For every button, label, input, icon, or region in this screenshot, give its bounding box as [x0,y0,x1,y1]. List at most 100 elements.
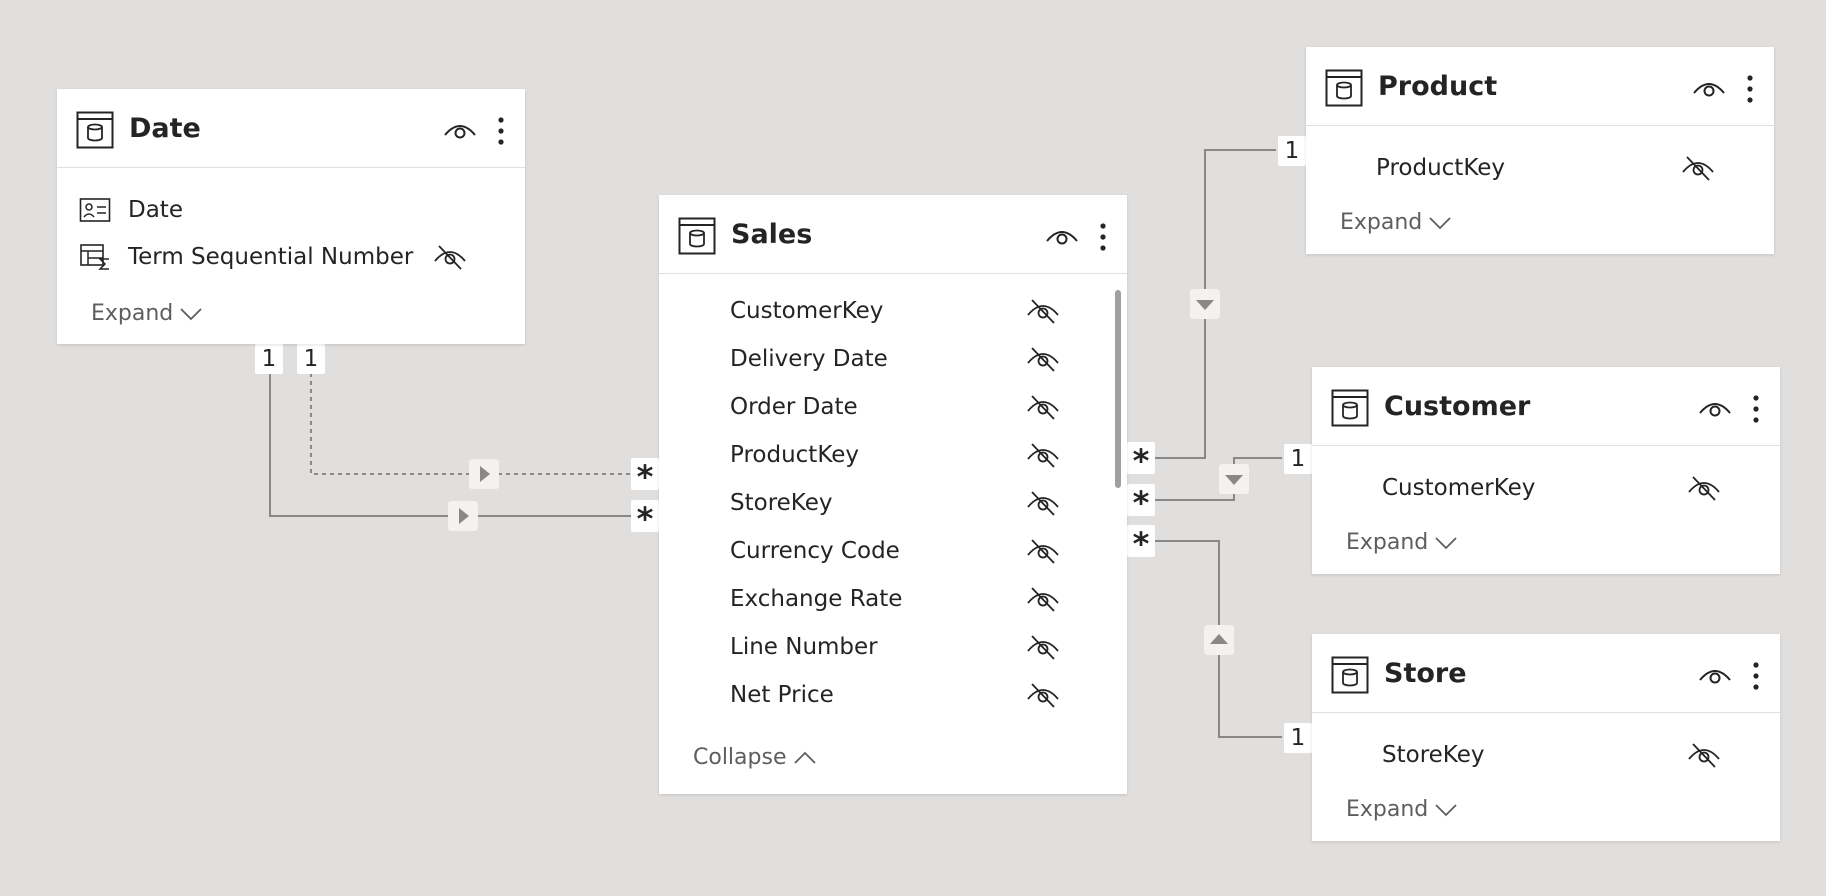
table-header[interactable]: Date [57,89,525,168]
eye-visibility-icon[interactable] [1698,664,1732,688]
hidden-field-icon[interactable] [433,243,467,271]
hidden-field-icon[interactable] [1026,681,1060,709]
expand-label: Expand [1346,530,1429,555]
hidden-field-icon[interactable] [1687,474,1721,502]
field-row-productkey[interactable]: ProductKey [1306,146,1774,190]
field-row[interactable]: Exchange Rate [659,577,1127,621]
chevron-down-icon [1435,804,1457,817]
field-label: CustomerKey [1382,475,1536,501]
scrollbar-thumb[interactable] [1115,290,1121,488]
collapse-button[interactable]: Collapse [693,743,817,773]
field-row-storekey[interactable]: StoreKey [1312,733,1780,777]
cardinality-many-label: * [1127,525,1155,557]
field-row[interactable]: Order Date [659,385,1127,429]
table-card-customer[interactable]: Customer CustomerKey Expand [1312,367,1780,574]
filter-direction-down-icon[interactable] [1190,289,1220,319]
cardinality-one-label: 1 [297,344,325,374]
filter-direction-up-icon[interactable] [1204,625,1234,655]
eye-visibility-icon[interactable] [1045,225,1079,249]
table-icon [1325,69,1363,107]
hidden-field-icon[interactable] [1026,345,1060,373]
filter-direction-down-icon[interactable] [1219,464,1249,494]
field-row[interactable]: Currency Code [659,529,1127,573]
collapse-label: Collapse [693,745,787,770]
field-label: CustomerKey [730,298,884,324]
table-icon [76,111,114,149]
relationship-line-date-sales-inactive[interactable] [310,373,640,475]
hidden-field-icon[interactable] [1026,537,1060,565]
more-options-icon[interactable] [1098,221,1108,253]
field-label: Delivery Date [730,346,888,372]
more-options-icon[interactable] [1751,393,1761,425]
field-row[interactable]: StoreKey [659,481,1127,525]
chevron-down-icon [1435,537,1457,550]
hidden-field-icon[interactable] [1026,297,1060,325]
field-label: Order Date [730,394,858,420]
hidden-field-icon[interactable] [1681,154,1715,182]
field-label: Net Price [730,682,834,708]
field-label: Line Number [730,634,878,660]
table-title: Date [129,113,201,144]
table-header[interactable]: Store [1312,634,1780,713]
expand-button[interactable]: Expand [1340,208,1452,238]
cardinality-one-label: 1 [1284,444,1312,474]
table-icon [1331,389,1369,427]
field-row-customerkey[interactable]: CustomerKey [1312,466,1780,510]
table-header[interactable]: Product [1306,47,1774,126]
table-title: Customer [1384,391,1531,422]
calendar-field-icon [79,198,111,222]
more-options-icon[interactable] [1751,660,1761,692]
field-label: ProductKey [730,442,860,468]
more-options-icon[interactable] [496,115,506,147]
table-card-product[interactable]: Product ProductKey Expand [1306,47,1774,254]
field-row[interactable]: CustomerKey [659,289,1127,333]
field-row-term-sequential-number[interactable]: Term Sequential Number [57,235,525,279]
field-label: StoreKey [1382,742,1485,768]
field-label: Term Sequential Number [128,244,414,270]
field-label: ProductKey [1376,155,1506,181]
relationship-line-customer-sales[interactable] [1142,457,1282,501]
table-header[interactable]: Sales [659,195,1127,274]
expand-button[interactable]: Expand [1346,795,1458,825]
table-title: Store [1384,658,1467,689]
calculated-table-icon [80,244,109,270]
hidden-field-icon[interactable] [1026,393,1060,421]
cardinality-one-label: 1 [255,344,283,374]
hidden-field-icon[interactable] [1026,489,1060,517]
expand-label: Expand [91,301,174,326]
hidden-field-icon[interactable] [1687,741,1721,769]
field-row[interactable]: ProductKey [659,433,1127,477]
filter-direction-right-icon[interactable] [469,459,499,489]
field-row[interactable]: Line Number [659,625,1127,669]
table-header[interactable]: Customer [1312,367,1780,446]
chevron-down-icon [1429,217,1451,230]
filter-direction-right-icon[interactable] [448,501,478,531]
field-row-date[interactable]: Date [57,188,525,232]
more-options-icon[interactable] [1745,73,1755,105]
cardinality-one-label: 1 [1278,136,1306,166]
expand-button[interactable]: Expand [91,299,203,329]
relationship-line-date-sales-active[interactable] [269,373,640,517]
hidden-field-icon[interactable] [1026,585,1060,613]
hidden-field-icon[interactable] [1026,441,1060,469]
hidden-field-icon[interactable] [1026,633,1060,661]
table-card-store[interactable]: Store StoreKey Expand [1312,634,1780,841]
expand-label: Expand [1340,210,1423,235]
table-title: Sales [731,219,813,250]
field-label: Date [128,197,183,223]
eye-visibility-icon[interactable] [1698,397,1732,421]
cardinality-many-label: * [1127,484,1155,516]
cardinality-many-label: * [1127,442,1155,474]
table-card-date[interactable]: Date Date [57,89,525,344]
field-row[interactable]: Net Price [659,673,1127,717]
field-label: Currency Code [730,538,900,564]
chevron-up-icon [793,751,816,764]
field-label: Exchange Rate [730,586,903,612]
table-icon [1331,656,1369,694]
eye-visibility-icon[interactable] [443,119,477,143]
expand-button[interactable]: Expand [1346,528,1458,558]
eye-visibility-icon[interactable] [1692,77,1726,101]
field-row[interactable]: Delivery Date [659,337,1127,381]
